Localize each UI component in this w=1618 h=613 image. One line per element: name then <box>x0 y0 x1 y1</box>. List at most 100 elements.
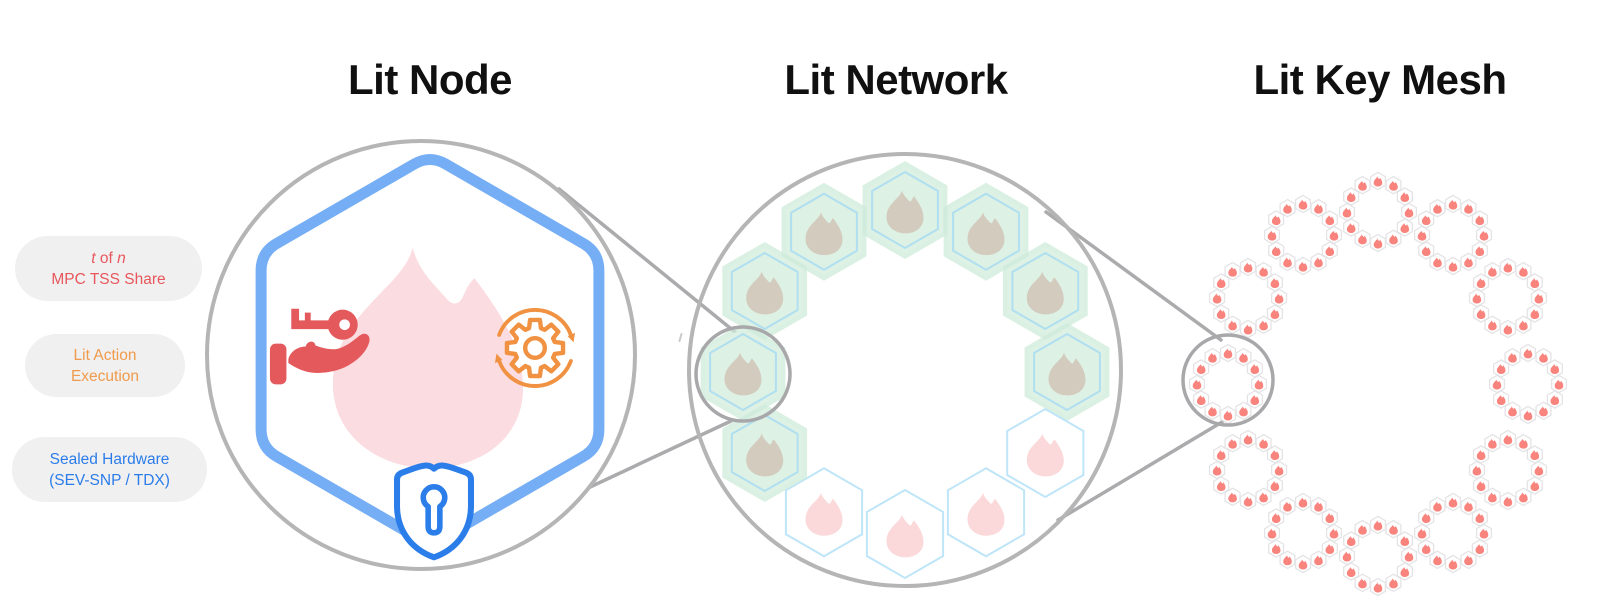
flame-icon <box>1421 513 1431 523</box>
hex-inner-stroke <box>730 251 799 331</box>
flame-icon <box>1192 379 1202 390</box>
magnifier-connectors <box>557 187 1224 522</box>
flame-icon <box>967 212 1005 256</box>
mesh-ring <box>1413 194 1493 276</box>
flame-icon <box>1358 524 1367 535</box>
connector-line <box>557 187 737 334</box>
shield-lock-icon <box>394 462 474 561</box>
flame-icon <box>1259 266 1268 277</box>
flame-icon <box>1476 481 1486 491</box>
flame-icon <box>1523 348 1533 359</box>
flame-icon <box>1404 551 1414 562</box>
flame-icon <box>1519 492 1528 503</box>
flame-icon <box>1267 230 1277 241</box>
flame-icon <box>1448 559 1458 570</box>
flame-icon <box>1464 501 1473 512</box>
flame-icon <box>1216 481 1226 491</box>
flame-icon <box>1464 555 1473 566</box>
flame-icon <box>1433 203 1442 214</box>
flame-icon <box>1267 528 1277 539</box>
flame-icon <box>1503 262 1513 273</box>
flame-icon <box>1283 501 1292 512</box>
flame-icon <box>1488 320 1497 331</box>
flame-icon <box>1519 320 1528 331</box>
flame-icon <box>746 271 784 315</box>
flame-icon <box>1271 246 1281 257</box>
flame-icon <box>1475 246 1485 257</box>
sync-arrow-top <box>497 308 573 337</box>
mesh-ring <box>1488 343 1568 425</box>
flame-icon <box>1530 309 1540 319</box>
connector-line <box>1044 210 1223 342</box>
flame-icon <box>1271 215 1281 226</box>
flame-icon <box>1243 262 1253 273</box>
flame-icon <box>1271 544 1281 554</box>
mesh-ring <box>1208 257 1288 339</box>
flame-icon <box>1223 410 1233 421</box>
pill-line: Sealed Hardware <box>49 450 170 468</box>
flame-icon <box>1342 207 1352 218</box>
tick-mark <box>678 333 683 342</box>
flame-icon <box>1476 309 1486 319</box>
flame-icon <box>1228 320 1237 331</box>
network-node-hex-active <box>1024 323 1110 421</box>
flame-icon <box>1539 352 1548 363</box>
flame-icon <box>1270 278 1280 288</box>
flame-icon <box>1243 324 1253 335</box>
pill-line: Execution <box>70 367 140 385</box>
flame-icon <box>1314 203 1323 214</box>
flame-icon <box>1472 293 1482 304</box>
flame-icon <box>1523 410 1533 421</box>
flame-icon <box>1475 513 1485 523</box>
flame-icon <box>886 190 924 234</box>
gear-hole <box>522 335 548 360</box>
flame-icon <box>1259 438 1268 449</box>
flame-icon <box>1464 203 1473 214</box>
flame-icon <box>1283 203 1292 214</box>
flame-icon <box>1530 481 1540 491</box>
flame-icon <box>1212 465 1222 476</box>
flame-icon <box>1503 434 1513 445</box>
flame-icon <box>1208 406 1217 417</box>
flame-icon <box>1433 501 1442 512</box>
network-node-hex-pending <box>946 467 1026 558</box>
hex-inner-stroke <box>1011 251 1080 331</box>
flame-icon <box>1373 238 1383 249</box>
hex-inner-stroke <box>730 413 799 493</box>
flame-icon <box>1346 567 1356 577</box>
flame-icon <box>1389 234 1398 245</box>
flame-icon <box>1475 215 1485 226</box>
flame-icon <box>1223 348 1233 359</box>
connector-line <box>586 419 733 490</box>
flame-icon <box>1389 180 1398 191</box>
flame-icon <box>1417 528 1427 539</box>
flame-icon <box>1048 352 1086 396</box>
flame-icon <box>1417 230 1427 241</box>
flame-icon <box>1196 395 1206 405</box>
flame-icon <box>1270 450 1280 460</box>
flame-icon <box>1373 176 1383 187</box>
flame-icon <box>1298 199 1308 210</box>
flame-icon <box>746 433 784 477</box>
flame-icon <box>1342 551 1352 562</box>
network-node-hex-pending <box>865 488 945 580</box>
flame-icon <box>724 352 762 396</box>
mesh-ring <box>1468 429 1548 511</box>
magnifier-circle <box>1181 333 1275 427</box>
flame-icon <box>1400 223 1410 233</box>
flame-icon <box>1530 278 1540 288</box>
flame-icon <box>1196 364 1206 374</box>
sleeve-shape <box>269 343 287 385</box>
flame-icon <box>1479 230 1489 241</box>
flame-icon <box>1254 379 1264 390</box>
mesh-ring <box>1413 492 1493 574</box>
flame-icon <box>1400 567 1410 577</box>
flame-icon <box>1228 492 1237 503</box>
flame-icon <box>1404 207 1414 218</box>
flame-icon <box>1325 215 1335 226</box>
network-node-hex-active <box>862 161 948 259</box>
flame-icon <box>1534 293 1544 304</box>
